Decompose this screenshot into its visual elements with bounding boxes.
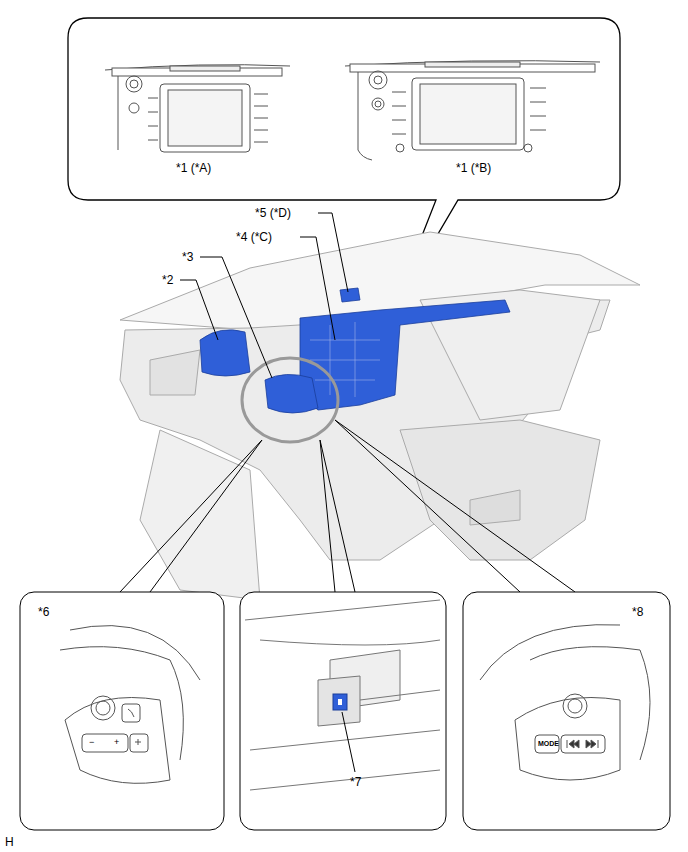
callout-number: *1 (*B) [456, 162, 491, 174]
button-symbol: + [114, 738, 119, 747]
callout-number: *4 (*C) [236, 231, 272, 243]
callout-number: *5 (*D) [255, 207, 291, 219]
callout-number: *3 [182, 251, 193, 263]
button-symbol: − [89, 738, 94, 747]
callout-number: *2 [162, 274, 173, 286]
callout-number: *6 [38, 606, 49, 618]
button-label: MODE [538, 740, 559, 747]
callout-number: *7 [350, 776, 361, 788]
callout-number: *8 [632, 606, 643, 618]
callout-number: *1 (*A) [176, 162, 211, 174]
figure-code: H [5, 836, 14, 848]
